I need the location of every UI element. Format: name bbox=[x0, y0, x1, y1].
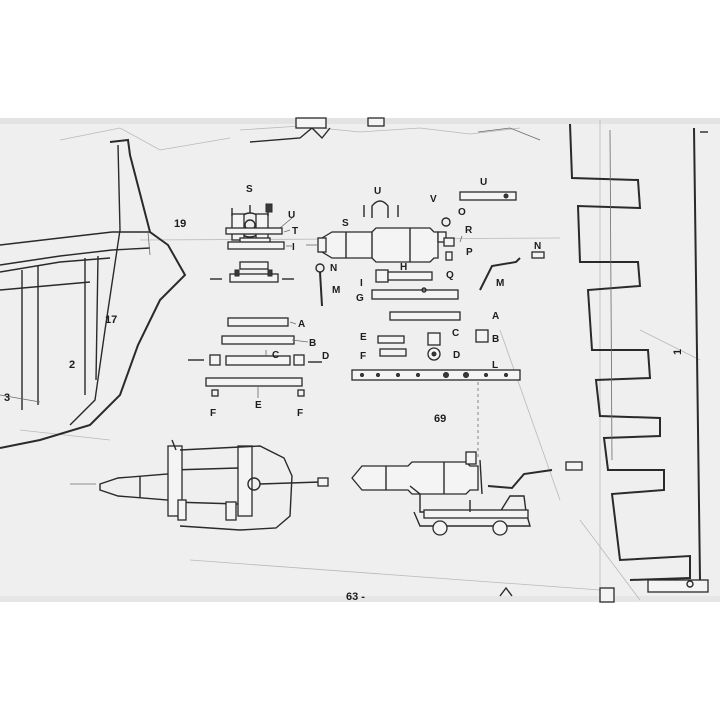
label-side-a: A bbox=[492, 311, 499, 322]
page-number: 63 - bbox=[346, 591, 365, 603]
label-hull-3: 3 bbox=[4, 392, 10, 404]
diagram-labels: 19 17 2 3 S U T I A B C D E F F U U S V … bbox=[4, 177, 684, 603]
label-side-s: S bbox=[342, 218, 349, 229]
label-side-r: R bbox=[465, 225, 473, 236]
cannon-top-view bbox=[70, 439, 329, 531]
front-parts-stack bbox=[188, 227, 322, 398]
label-front-s: S bbox=[246, 184, 253, 195]
label-side-m-small: M bbox=[332, 285, 340, 296]
label-side-q: Q bbox=[446, 270, 454, 281]
label-hull-17: 17 bbox=[105, 314, 117, 326]
label-front-f-right: F bbox=[297, 408, 303, 419]
label-side-o: O bbox=[458, 207, 466, 218]
frame-1-outline bbox=[569, 123, 709, 603]
label-front-e: E bbox=[255, 400, 262, 411]
label-side-p: P bbox=[466, 247, 473, 258]
label-side-b: B bbox=[492, 334, 499, 345]
label-side-h: H bbox=[400, 262, 407, 273]
label-front-t: T bbox=[292, 226, 298, 237]
label-side-i: I bbox=[360, 278, 363, 289]
label-side-c: C bbox=[452, 328, 459, 339]
label-side-n: N bbox=[534, 241, 541, 252]
label-front-f-left: F bbox=[210, 408, 216, 419]
label-front-d: D bbox=[322, 351, 329, 362]
label-side-l: L bbox=[492, 360, 498, 371]
label-front-a: A bbox=[298, 319, 305, 330]
label-side-m: M bbox=[496, 278, 504, 289]
label-side-n-small: N bbox=[330, 263, 337, 274]
side-parts-exploded bbox=[306, 191, 545, 460]
label-hull-19: 19 bbox=[174, 218, 186, 230]
label-side-u-top: U bbox=[374, 186, 381, 197]
top-edge-fragments bbox=[249, 117, 541, 143]
hull-section bbox=[0, 138, 187, 449]
label-side-e: E bbox=[360, 332, 367, 343]
label-side-d: D bbox=[453, 350, 460, 361]
figure-number: 69 bbox=[434, 413, 446, 425]
label-front-c: C bbox=[272, 350, 279, 361]
label-side-u-right: U bbox=[480, 177, 487, 188]
bottom-edge-fragment bbox=[499, 586, 513, 597]
label-side-v: V bbox=[430, 194, 437, 205]
label-hull-2: 2 bbox=[69, 359, 75, 371]
label-front-i: I bbox=[292, 242, 295, 253]
label-frame-1: 1 bbox=[672, 349, 684, 355]
label-side-g: G bbox=[356, 293, 364, 304]
label-front-u: U bbox=[288, 210, 295, 221]
label-front-b: B bbox=[309, 338, 316, 349]
label-side-f: F bbox=[360, 351, 366, 362]
cannon-side-view bbox=[351, 451, 583, 536]
